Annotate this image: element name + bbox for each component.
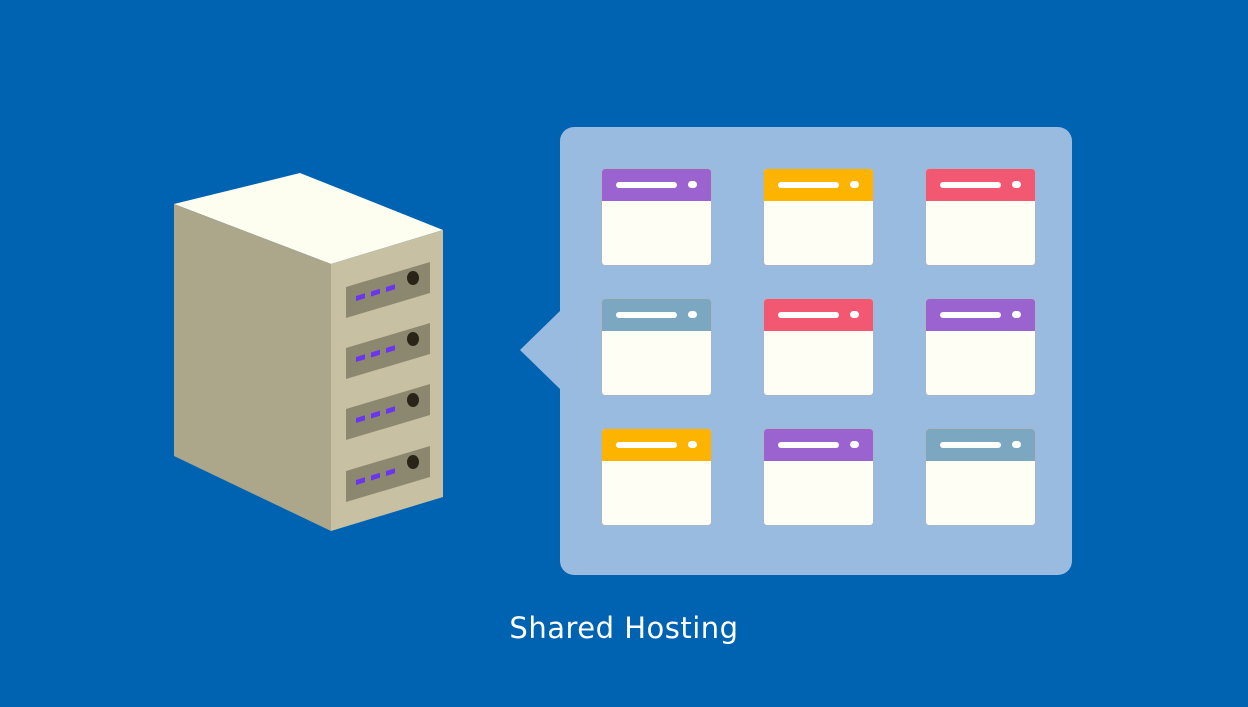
status-led	[356, 293, 365, 301]
diagram-caption: Shared Hosting	[509, 611, 739, 645]
status-led	[356, 415, 365, 423]
power-button	[407, 393, 419, 407]
websites-panel	[560, 127, 1072, 575]
browser-window-icon	[763, 298, 874, 396]
server-top-face	[174, 173, 443, 264]
window-title-bar	[602, 169, 711, 201]
status-led	[356, 354, 365, 362]
window-title-bar	[764, 299, 873, 331]
website-grid	[601, 168, 1036, 526]
window-title-bar	[764, 169, 873, 201]
window-title-bar	[926, 299, 1035, 331]
window-title-placeholder	[778, 442, 839, 448]
browser-window-icon	[601, 168, 712, 266]
window-control-dot	[1012, 311, 1021, 318]
window-title-placeholder	[940, 182, 1001, 188]
window-title-placeholder	[940, 442, 1001, 448]
browser-window-icon	[601, 428, 712, 526]
power-button	[407, 332, 419, 346]
browser-window-icon	[925, 298, 1036, 396]
status-led	[371, 410, 380, 419]
window-title-placeholder	[616, 182, 677, 188]
window-control-dot	[850, 441, 859, 448]
power-button	[407, 271, 419, 285]
window-title-bar	[602, 299, 711, 331]
window-control-dot	[1012, 181, 1021, 188]
window-control-dot	[850, 311, 859, 318]
window-title-placeholder	[616, 312, 677, 318]
browser-window-icon	[763, 428, 874, 526]
power-button	[407, 455, 419, 469]
window-title-placeholder	[778, 312, 839, 318]
status-led	[386, 468, 395, 476]
window-title-placeholder	[778, 182, 839, 188]
browser-window-icon	[925, 428, 1036, 526]
server-side-face	[174, 204, 331, 531]
window-control-dot	[688, 181, 697, 188]
window-title-bar	[926, 169, 1035, 201]
browser-window-icon	[763, 168, 874, 266]
status-led	[386, 345, 395, 353]
status-led	[371, 288, 380, 297]
window-control-dot	[850, 181, 859, 188]
browser-window-icon	[925, 168, 1036, 266]
window-title-placeholder	[940, 312, 1001, 318]
status-led	[356, 477, 365, 485]
server-tower-icon	[174, 173, 443, 531]
window-title-bar	[764, 429, 873, 461]
status-led	[371, 472, 380, 481]
status-led	[371, 349, 380, 358]
status-led	[386, 406, 395, 414]
window-title-bar	[602, 429, 711, 461]
window-title-bar	[926, 429, 1035, 461]
window-control-dot	[1012, 441, 1021, 448]
window-control-dot	[688, 441, 697, 448]
status-led	[386, 284, 395, 292]
window-control-dot	[688, 311, 697, 318]
speech-bubble-tail	[520, 310, 561, 390]
window-title-placeholder	[616, 442, 677, 448]
browser-window-icon	[601, 298, 712, 396]
drive-bays	[346, 262, 430, 502]
